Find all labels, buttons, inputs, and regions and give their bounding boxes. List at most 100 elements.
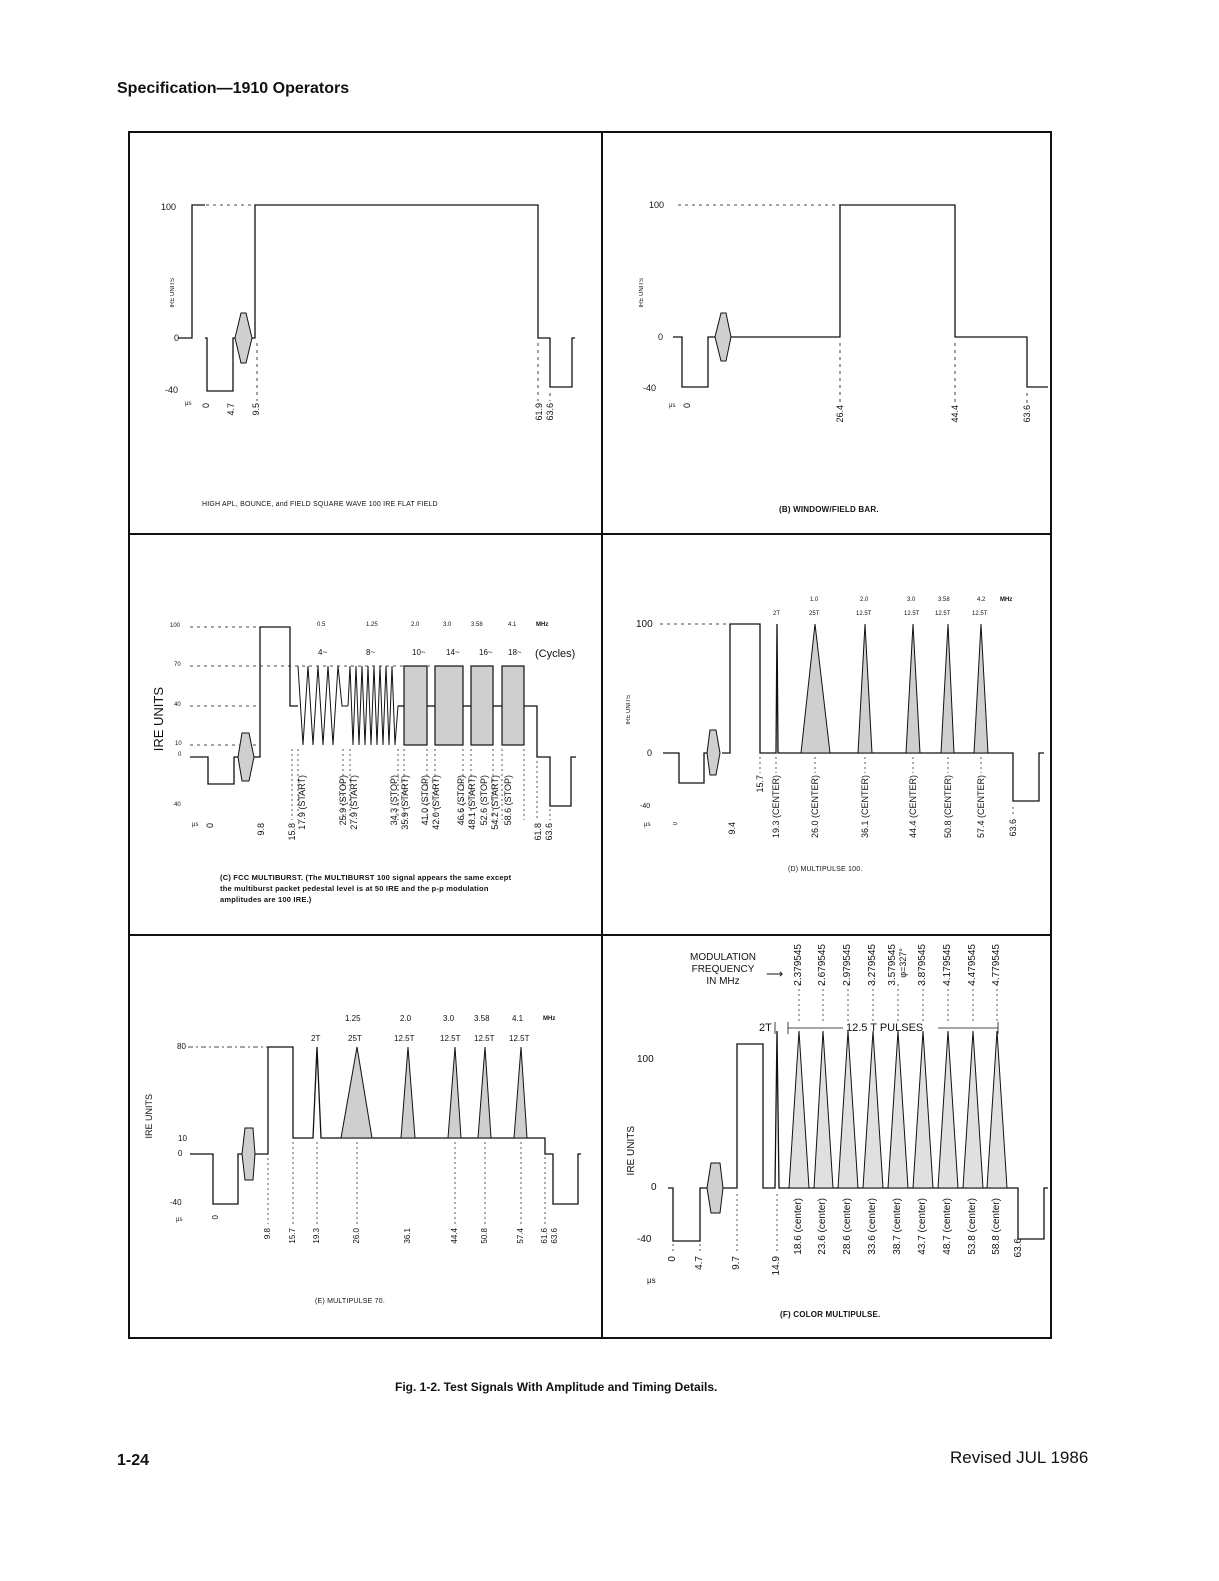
pulse-label: 12.5T — [972, 611, 988, 617]
pulse-group-label: 12.5 T PULSES — [846, 1022, 924, 1034]
time-label: 26.0 (CENTER) — [810, 775, 820, 839]
y-axis-label: IRE UNITS — [639, 278, 645, 308]
panel-f: 100 0 -40 IRE UNITS μs MODULATION FREQUE… — [603, 936, 1048, 1335]
panel-e: 80 10 0 -40 IRE UNITS μs 1.25 2.0 3.0 3.… — [130, 936, 601, 1335]
freq-label: 3.0 — [907, 597, 916, 603]
time-label: 63.6 — [550, 1228, 559, 1244]
page-number: 1-24 — [117, 1452, 150, 1469]
time-label: 50.8 — [480, 1228, 489, 1244]
pulse-label: 12.5T — [935, 611, 951, 617]
time-label: 4.7 — [226, 403, 236, 416]
us-label: μs — [176, 1217, 183, 1223]
y-tick-0: 0 — [178, 752, 182, 758]
time-label: 61.9 — [534, 403, 544, 421]
time-label: 50.8 (CENTER) — [943, 775, 953, 839]
freq-label: 4.2 — [977, 597, 986, 603]
panel-f-waveform — [668, 984, 1048, 1251]
frame-divider-row-1 — [128, 533, 1050, 535]
time-label: 36.1 (CENTER) — [860, 775, 870, 839]
y-tick-100: 100 — [636, 619, 653, 630]
time-label: 57.4 (CENTER) — [976, 775, 986, 839]
freq-label: 2.0 — [860, 597, 869, 603]
time-label: 4.7 — [694, 1256, 705, 1270]
freq-unit: MHz — [536, 622, 549, 628]
us-label: μs — [669, 403, 676, 409]
time-label: 19.3 — [312, 1228, 321, 1244]
y-tick-40-neg: 40 — [174, 802, 181, 808]
time-label: 25.9 (STOP) — [338, 775, 348, 826]
pulse-label: 12.5T — [440, 1034, 461, 1043]
time-label: 57.4 — [516, 1228, 525, 1244]
time-label: 61.8 — [533, 823, 543, 841]
time-label: 48.7 (center) — [942, 1198, 953, 1255]
time-label: 48.1 (START) — [467, 775, 477, 830]
cycles-unit: (Cycles) — [535, 648, 576, 660]
time-label: 18.6 (center) — [793, 1198, 804, 1255]
panel-d-waveform — [660, 623, 1044, 815]
revision-date: Revised JUL 1986 — [950, 1448, 1089, 1467]
time-label: 15.7 — [288, 1228, 297, 1244]
time-label: 23.6 (center) — [817, 1198, 828, 1255]
y-tick-80: 80 — [177, 1042, 186, 1051]
mod-freq-label: 4.479545 — [967, 944, 978, 986]
y-tick-0: 0 — [651, 1182, 657, 1193]
y-tick-0: 0 — [178, 1149, 183, 1158]
time-label: 63.6 — [545, 403, 555, 421]
time-label: 44.4 — [450, 1228, 459, 1244]
pulse-label: 12.5T — [904, 611, 920, 617]
panel-e-waveform — [188, 1046, 581, 1224]
freq-unit: MHz — [543, 1016, 556, 1022]
modulation-label-line: MODULATION — [690, 952, 756, 963]
pulse-label: 2T — [773, 611, 781, 617]
mod-freq-label: 3.279545 — [867, 944, 878, 986]
mod-freq-label: 3.579545 — [887, 944, 898, 986]
freq-label: 3.0 — [443, 1014, 455, 1023]
time-label: 0 — [201, 403, 211, 409]
y-tick-100: 100 — [637, 1054, 654, 1065]
y-tick-70: 70 — [174, 662, 181, 668]
freq-label: 4.1 — [508, 622, 517, 628]
panel-e-caption: (E) MULTIPULSE 70. — [315, 1298, 385, 1305]
y-tick-0: 0 — [647, 748, 653, 758]
time-label: 36.1 — [403, 1228, 412, 1244]
freq-label: 2.0 — [400, 1014, 412, 1023]
mod-freq-label: 2.979545 — [842, 944, 853, 986]
mod-freq-label: 4.779545 — [991, 944, 1002, 986]
mod-freq-label: 2.379545 — [793, 944, 804, 986]
time-label: 9.8 — [263, 1228, 272, 1240]
frame-divider-row-2 — [128, 934, 1050, 936]
modulation-label-line: IN MHz — [706, 976, 740, 987]
y-tick-40: 40 — [174, 702, 181, 708]
time-label: 43.7 (center) — [917, 1198, 928, 1255]
time-label: 9.7 — [731, 1256, 742, 1270]
time-label: 54.2 (START) — [490, 775, 500, 830]
time-label: 28.6 (center) — [842, 1198, 853, 1255]
cycles-label: 4~ — [318, 648, 328, 657]
panel-c-caption: (C) FCC MULTIBURST. (The MULTIBURST 100 … — [220, 873, 512, 904]
mod-freq-label: 3.879545 — [917, 944, 928, 986]
y-tick-neg40: -40 — [643, 383, 657, 393]
us-label: μs — [192, 822, 199, 828]
cycles-label: 16~ — [479, 648, 493, 657]
time-label: 0 — [211, 1215, 220, 1220]
time-label: 27.9 (START) — [349, 775, 359, 830]
pulse-label: 12.5T — [509, 1034, 530, 1043]
y-tick-0: 0 — [658, 332, 664, 342]
y-tick-100: 100 — [170, 623, 181, 629]
time-label: 61.6 — [540, 1228, 549, 1244]
panel-c: 100 70 40 10 0 40 IRE UNITS μs 0.5 1.25 … — [130, 535, 601, 934]
cycles-label: 14~ — [446, 648, 460, 657]
time-label: 15.8 — [287, 823, 297, 841]
time-label: 35.9 (START) — [400, 775, 410, 830]
time-label: 9.8 — [256, 823, 266, 836]
time-label: 63.6 — [544, 823, 554, 841]
freq-label: 4.1 — [512, 1014, 524, 1023]
cycles-label: 10~ — [412, 648, 426, 657]
y-tick-neg40: -40 — [637, 1234, 652, 1245]
us-label: μs — [185, 401, 192, 407]
y-tick-0: 0 — [174, 333, 180, 343]
panel-c-waveform — [190, 626, 576, 820]
time-label: 44.4 — [950, 405, 960, 423]
time-label: 58.8 (center) — [991, 1198, 1002, 1255]
time-label: 63.6 — [1008, 819, 1018, 837]
